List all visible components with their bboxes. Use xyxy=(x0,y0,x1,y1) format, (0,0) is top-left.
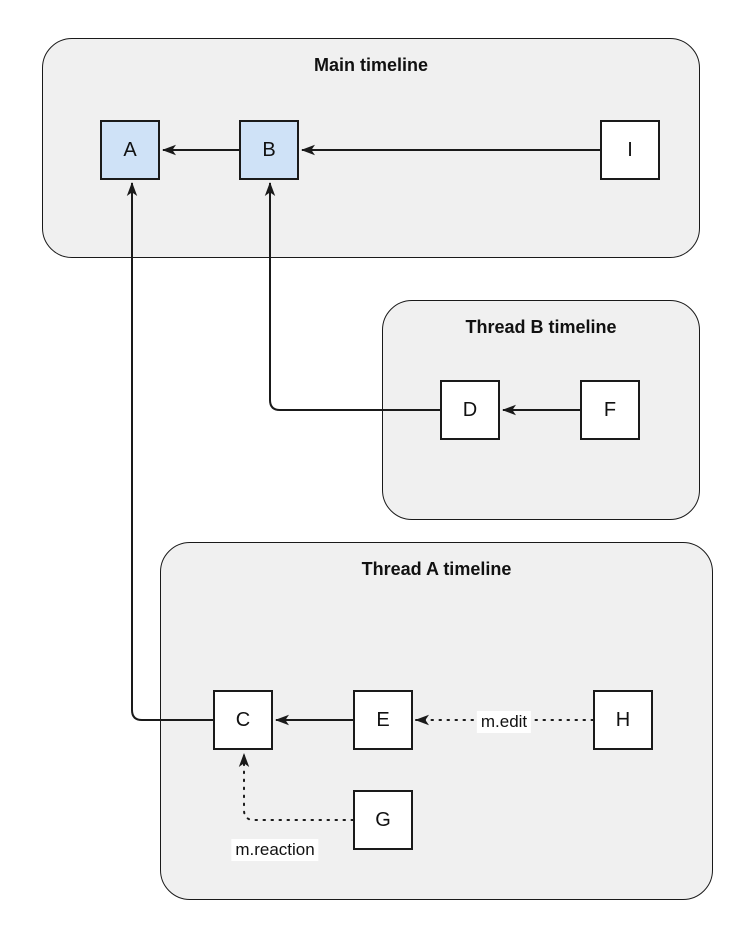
edge-label-m-edit: m.edit xyxy=(476,711,532,733)
node-event-c: C xyxy=(213,690,273,750)
group-title-main-timeline: Main timeline xyxy=(313,55,429,75)
node-event-i: I xyxy=(600,120,660,180)
node-event-h: H xyxy=(593,690,653,750)
node-event-f: F xyxy=(580,380,640,440)
node-event-e: E xyxy=(353,690,413,750)
group-thread-b-timeline: Thread B timeline xyxy=(382,300,700,520)
group-title-thread-b-timeline: Thread B timeline xyxy=(465,317,617,337)
node-event-d: D xyxy=(440,380,500,440)
node-event-a: A xyxy=(100,120,160,180)
node-event-g: G xyxy=(353,790,413,850)
edge-label-m-reaction: m.reaction xyxy=(231,839,319,861)
group-title-thread-a-timeline: Thread A timeline xyxy=(361,559,512,579)
node-event-b: B xyxy=(239,120,299,180)
